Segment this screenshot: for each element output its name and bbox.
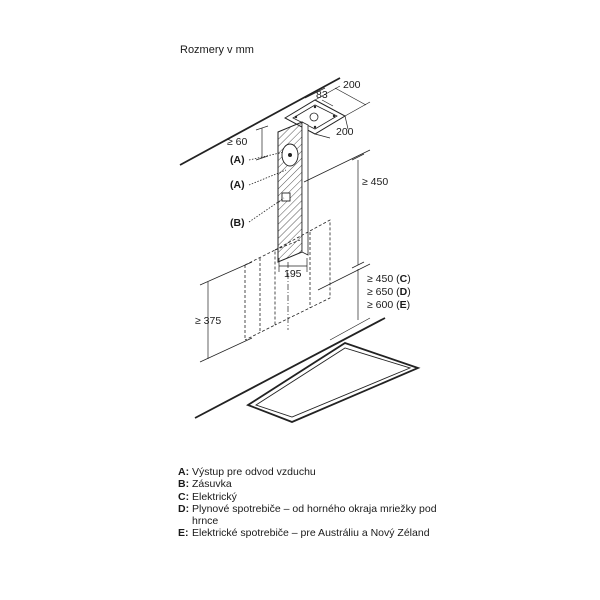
dim-min-hood-height-line: [199, 261, 253, 363]
clearance-e: ≥ 600 (E): [367, 299, 410, 311]
dim-min-hood-height: ≥ 375: [195, 315, 221, 327]
hood-body-outline: [244, 219, 331, 341]
dim-min-chimney: ≥ 450: [362, 176, 388, 188]
ceiling-line: [179, 77, 341, 166]
dim-hood-width: 195: [284, 268, 302, 280]
clearance-c: ≥ 450 (C): [367, 273, 411, 285]
top-dimension-lines: [304, 85, 371, 139]
diagram-title: Rozmery v mm: [180, 44, 254, 56]
dim-min-chimney-line: [303, 149, 371, 269]
legend: A:Výstup pre odvod vzduchu B:Zásuvka C:E…: [178, 466, 442, 540]
leader-b: [248, 197, 285, 223]
chimney-duct: [277, 121, 309, 263]
legend-item-d: D:Plynové spotrebiče – od horného okraja…: [178, 502, 437, 528]
dim-top-width: 200: [343, 79, 361, 91]
dim-duct-depth: 83: [316, 89, 328, 101]
marker-b: (B): [230, 217, 245, 229]
legend-item-c: C:Elektrický: [178, 490, 237, 503]
dim-clearance-line: [317, 263, 371, 341]
dim-hood-width-line: [278, 258, 308, 272]
marker-a-side: (A): [230, 179, 245, 191]
legend-item-a: A:Výstup pre odvod vzduchu: [178, 466, 316, 478]
legend-item-b: B:Zásuvka: [178, 478, 232, 491]
worktop-line: [194, 317, 386, 419]
dim-min-top-line: [255, 125, 269, 161]
dim-top-depth: 200: [336, 126, 354, 138]
marker-a-top: (A): [230, 154, 245, 166]
leader-a-side: [248, 169, 287, 186]
dim-min-top: ≥ 60: [227, 136, 248, 148]
cooktop: [246, 342, 421, 423]
clearance-d: ≥ 650 (D): [367, 286, 411, 298]
legend-item-e: E:Elektrické spotrebiče – pre Austráliu …: [178, 527, 430, 540]
